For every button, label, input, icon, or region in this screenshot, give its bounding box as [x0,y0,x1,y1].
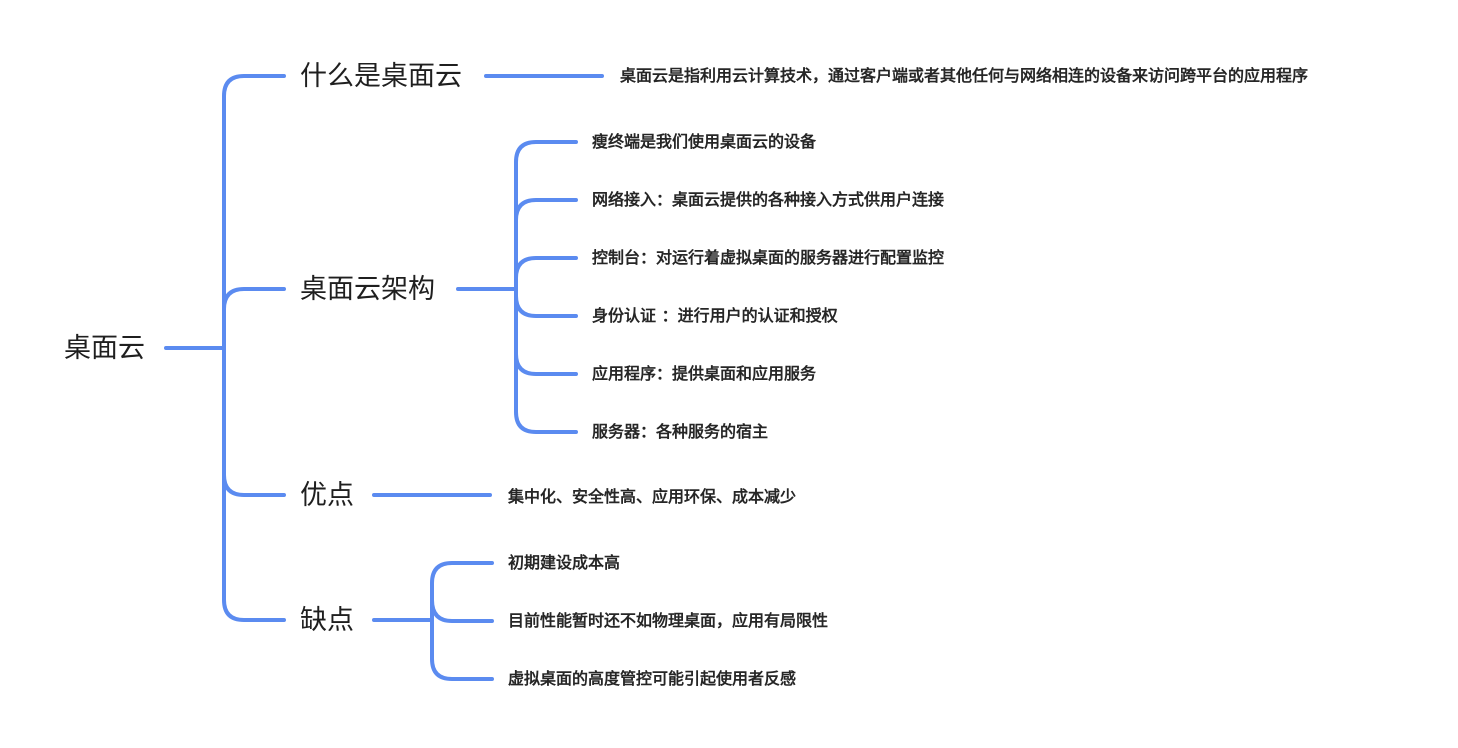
trunk-line [222,74,286,622]
architecture-tick-5 [514,352,578,376]
leaf-thin-client: 瘦终端是我们使用桌面云的设备 [592,132,817,151]
topic-disadvantages: 缺点 [300,605,354,636]
branch-stub-architecture [222,287,286,311]
leaf-servers: 服务器：各种服务的宿主 [592,422,769,441]
leaf-control: 虚拟桌面的高度管控可能引起使用者反感 [508,669,797,688]
topic-what-is: 什么是桌面云 [300,61,462,92]
leaf-advantages: 集中化、安全性高、应用环保、成本减少 [508,487,797,506]
disadvantages-bracket [430,561,494,681]
leaf-performance: 目前性能暂时还不如物理桌面，应用有局限性 [508,611,829,630]
disadvantages-tick-2 [430,598,494,623]
leaf-network-access: 网络接入：桌面云提供的各种接入方式供用户连接 [592,190,945,209]
root-topic: 桌面云 [64,333,145,364]
topic-architecture: 桌面云架构 [300,274,435,305]
architecture-tick-4 [514,294,578,318]
leaf-applications: 应用程序：提供桌面和应用服务 [592,364,817,383]
architecture-tick-2 [514,198,578,222]
leaf-definition: 桌面云是指利用云计算技术，通过客户端或者其他任何与网络相连的设备来访问跨平台的应… [620,66,1309,85]
leaf-initial-cost: 初期建设成本高 [508,553,621,572]
leaf-authentication: 身份认证 ：进行用户的认证和授权 [592,306,838,325]
architecture-tick-3 [514,256,578,280]
topic-advantages: 优点 [300,480,354,511]
architecture-bracket [514,140,578,434]
branch-stub-advantages [222,473,286,497]
leaf-console: 控制台：对运行着虚拟桌面的服务器进行配置监控 [592,248,945,267]
